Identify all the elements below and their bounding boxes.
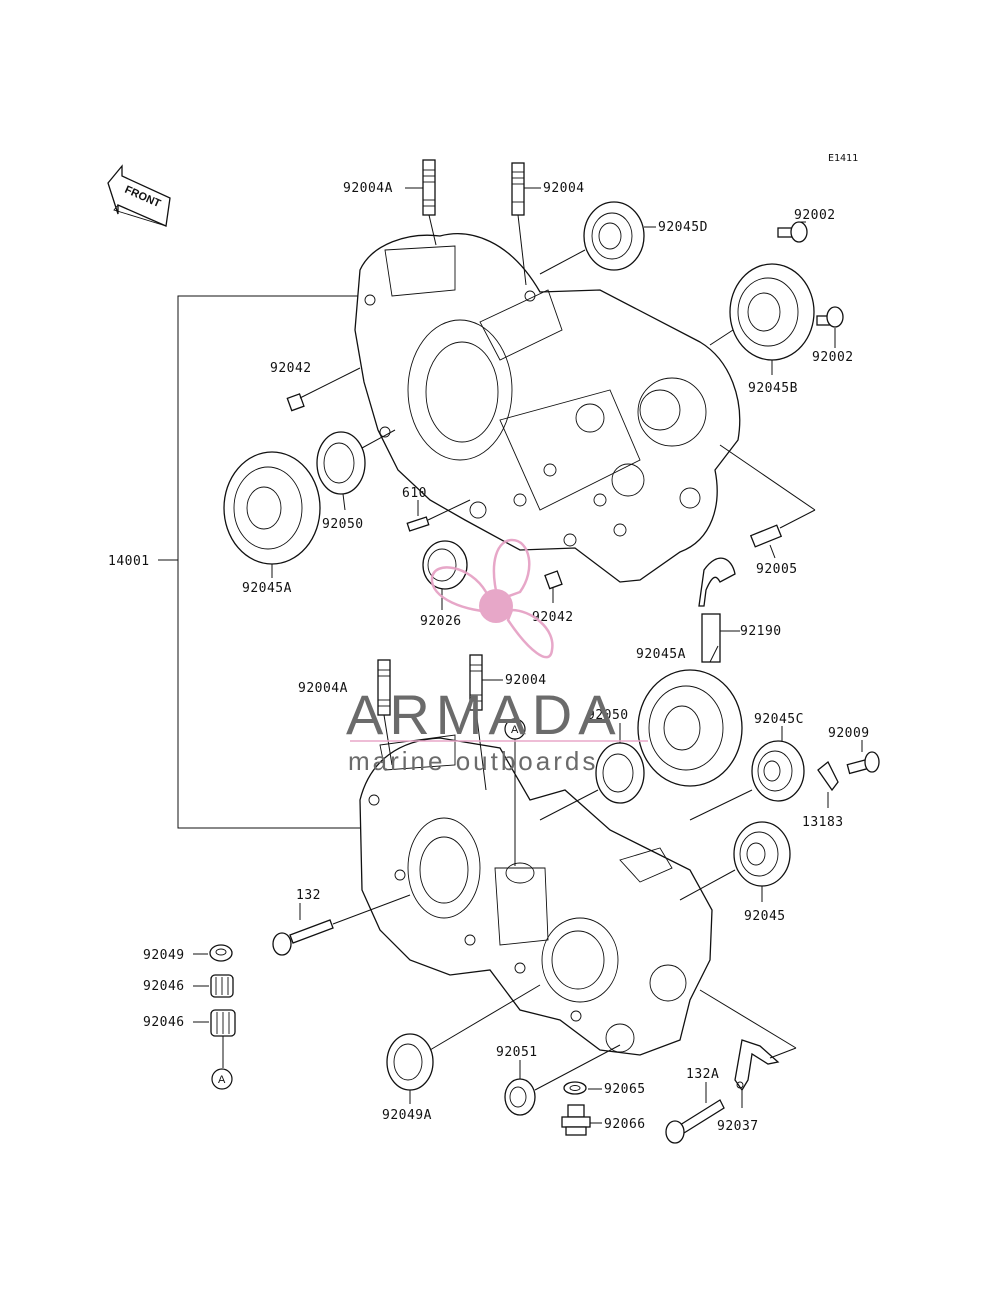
bearing-92045C [689,726,805,821]
bolt-92002-b [816,306,844,348]
dowel-92042-mid [544,570,563,603]
label-92050-top: 92050 [322,517,364,532]
bolt-132A [665,1082,725,1144]
label-92004A-top: 92004A [343,181,393,196]
ref-marker-A-lower: A [504,718,526,866]
oil-seal-92051 [504,1044,621,1116]
label-92051: 92051 [496,1045,538,1060]
ref-marker-A-left-text: A [218,1074,226,1086]
assembly-bracket [158,295,360,829]
fitting-92005 [719,444,816,559]
bearing-92045D [539,201,645,275]
bushing-92026 [422,540,468,610]
label-92045A-top: 92045A [242,581,292,596]
diagram-code: E1411 [828,153,858,164]
label-92045B: 92045B [748,381,798,396]
stud-92004A-top [422,159,437,246]
armada-watermark: ARMADA marine outboards [346,538,648,776]
label-92037: 92037 [717,1119,759,1134]
bearing-92045A-top [223,451,321,578]
ref-marker-A-left: A [211,1068,233,1090]
label-92009: 92009 [828,726,870,741]
clamp-92037 [699,989,797,1108]
label-132: 132 [296,888,321,903]
label-92049: 92049 [143,948,185,963]
oil-seal-92050-top [316,429,396,511]
drain-plug-92066 [561,1104,602,1136]
bearing-92045B [709,263,815,375]
oil-seal-92050-bottom [539,723,645,821]
bearing-92046-a [210,974,234,998]
ref-marker-A-lower-text: A [511,724,519,736]
label-92049A: 92049A [382,1108,432,1123]
label-92045: 92045 [744,909,786,924]
front-arrow-icon: FRONT [107,164,171,227]
label-92050-bottom: 92050 [587,708,629,723]
bolt-92009 [846,740,880,775]
label-132A: 132A [686,1067,719,1082]
brand-tagline: marine outboards [348,746,598,776]
label-92002-a: 92002 [794,208,836,223]
plate-13183 [817,760,839,808]
bolt-92002-a [777,221,808,243]
label-92042-top: 92042 [270,361,312,376]
label-92004A-bottom: 92004A [298,681,348,696]
label-92026: 92026 [420,614,462,629]
propeller-logo-icon [430,538,554,659]
label-92005: 92005 [756,562,798,577]
oil-seal-92049A [386,984,541,1104]
upper-crankcase-half [354,233,741,583]
label-92046-b: 92046 [143,1015,185,1030]
stud-92004A-bottom [377,659,393,766]
label-14001: 14001 [108,554,150,569]
label-92065: 92065 [604,1082,646,1097]
label-92042-mid: 92042 [532,610,574,625]
pin-610 [406,499,471,532]
label-92002-b: 92002 [812,350,854,365]
bearing-92045A-bottom [637,645,743,787]
dowel-92042-top [286,367,361,412]
label-92004-top: 92004 [543,181,585,196]
label-92045D: 92045D [658,220,708,235]
bolt-132 [272,894,411,956]
label-92045A-mid: 92045A [636,647,686,662]
brand-name: ARMADA [346,683,622,746]
label-92004-bottom: 92004 [505,673,547,688]
hose-92190 [698,557,740,663]
label-13183: 13183 [802,815,844,830]
washer-92049 [209,944,233,962]
lower-crankcase-half [359,734,713,1056]
label-92046-a: 92046 [143,979,185,994]
label-610: 610 [402,486,427,501]
bearing-92045 [679,821,791,902]
bearing-92046-b [210,1009,236,1068]
label-92066: 92066 [604,1117,646,1132]
stud-92004-bottom [469,654,487,791]
label-92190: 92190 [740,624,782,639]
label-92045C: 92045C [754,712,804,727]
washer-92065 [563,1081,602,1095]
stud-92004-top [511,162,527,286]
